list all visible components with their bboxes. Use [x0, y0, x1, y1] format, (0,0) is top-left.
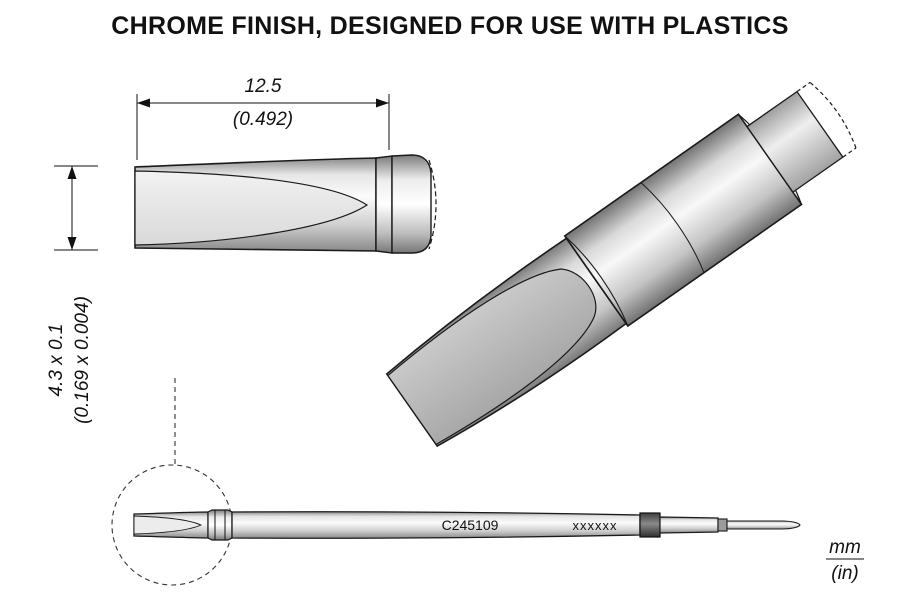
- part-number-label: C245109: [442, 517, 499, 533]
- dimension-length-in: (0.492): [233, 109, 293, 130]
- side-view: [134, 154, 437, 254]
- arrowhead-up-icon: [67, 166, 77, 179]
- isometric-view: [385, 81, 857, 448]
- dimension-blade-mm: 4.3 x 0.1: [46, 324, 67, 397]
- profile-collar: [207, 509, 233, 541]
- page-title: CHROME FINISH, DESIGNED FOR USE WITH PLA…: [111, 12, 789, 40]
- iso-stub-hidden-top: [796, 81, 811, 93]
- profile-view: C245109 xxxxxx: [111, 378, 801, 586]
- units-legend: mm (in): [826, 537, 864, 584]
- dimension-blade: 4.3 x 0.1 (0.169 x 0.004): [46, 165, 98, 424]
- arrowhead-left-icon: [137, 98, 150, 108]
- iso-stub-hidden-arc: [809, 81, 857, 149]
- profile-rear-shaft: [659, 516, 719, 534]
- iso-seam-front: [564, 235, 629, 327]
- iso-seam-mid: [640, 182, 705, 273]
- cap-shape: [391, 154, 432, 254]
- profile-ring: [717, 518, 728, 532]
- profile-contact-pin: [726, 520, 801, 530]
- arrowhead-down-icon: [67, 237, 77, 250]
- hidden-end-arc: [428, 159, 437, 250]
- dimension-length-mm: 12.5: [245, 76, 282, 97]
- iso-chisel-face: [387, 268, 597, 446]
- unit-in-label: (in): [831, 563, 858, 584]
- profile-dark-band: [639, 512, 661, 538]
- iso-body: [563, 113, 803, 328]
- chisel-face-shape: [134, 170, 369, 246]
- batch-code-label: xxxxxx: [573, 518, 618, 533]
- iso-stub-hidden-bottom: [842, 147, 857, 158]
- unit-mm-label: mm: [829, 537, 861, 558]
- collar-shape: [375, 155, 393, 254]
- dimension-length: 12.5 (0.492): [136, 76, 390, 160]
- profile-blade-face: [133, 515, 203, 535]
- arrowhead-right-icon: [376, 98, 389, 108]
- dimension-blade-in: (0.169 x 0.004): [72, 296, 93, 424]
